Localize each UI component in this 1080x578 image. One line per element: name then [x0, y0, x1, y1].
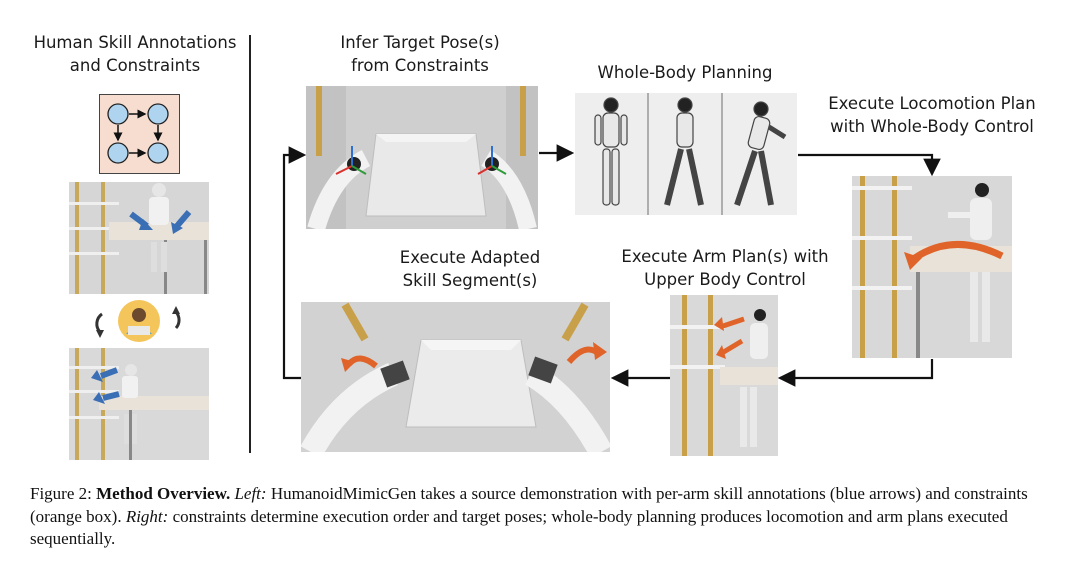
- step-infer-label: Infer Target Pose(s) from Constraints: [300, 31, 540, 77]
- step-skill-line1: Execute Adapted: [399, 248, 541, 267]
- source-demo-photo-bottom: [69, 348, 209, 460]
- step-arm-line2: Upper Body Control: [644, 270, 806, 289]
- caption-right-text: constraints determine execution order an…: [30, 506, 1008, 549]
- graph-node: [107, 142, 129, 164]
- step-skill-line2: Skill Segment(s): [402, 271, 538, 290]
- step-arm-line1: Execute Arm Plan(s) with: [621, 247, 829, 266]
- caption-figure-number: Figure 2:: [30, 484, 92, 503]
- caption-left-label: Left:: [234, 484, 267, 503]
- flow-arrow: [777, 359, 934, 387]
- skill-segment-photo: [301, 302, 610, 452]
- human-annotator: [88, 300, 190, 342]
- caption-left-text: HumanoidMimicGen takes a source demonstr…: [30, 484, 1028, 526]
- locomotion-photo: [852, 176, 1012, 358]
- step-arm-label: Execute Arm Plan(s) with Upper Body Cont…: [610, 245, 840, 291]
- step-skill-label: Execute Adapted Skill Segment(s): [380, 246, 560, 292]
- flow-arrow: [282, 146, 307, 380]
- target-pose-photo: [306, 86, 538, 229]
- figure-caption: Figure 2: Method Overview. Left: Humanoi…: [30, 483, 1040, 551]
- step-infer-line2: from Constraints: [351, 56, 489, 75]
- left-title-line2: and Constraints: [69, 56, 201, 75]
- step-wbp-label: Whole-Body Planning: [597, 63, 773, 82]
- constraint-graph: [99, 94, 180, 174]
- flow-arrow: [798, 153, 941, 177]
- arm-plan-photo: [670, 295, 778, 456]
- step-loco-line1: Execute Locomotion Plan: [828, 94, 1036, 113]
- constraint-graph-diagram: [107, 103, 169, 164]
- graph-node: [147, 103, 169, 125]
- flow-arrows: [282, 144, 941, 387]
- caption-title: Method Overview.: [96, 484, 231, 503]
- step-loco-line2: with Whole-Body Control: [830, 117, 1034, 136]
- step-infer-line1: Infer Target Pose(s): [340, 33, 500, 52]
- caption-right-label: Right:: [125, 506, 169, 526]
- step-loco-label: Execute Locomotion Plan with Whole-Body …: [814, 92, 1050, 138]
- left-title-line1: Human Skill Annotations: [33, 33, 237, 52]
- graph-node: [147, 142, 169, 164]
- left-title: Human Skill Annotations and Constraints: [30, 31, 240, 77]
- column-divider: [249, 35, 251, 453]
- whole-body-planning-photo: [575, 93, 797, 215]
- source-demo-photo-top: [69, 182, 209, 294]
- graph-node: [107, 103, 129, 125]
